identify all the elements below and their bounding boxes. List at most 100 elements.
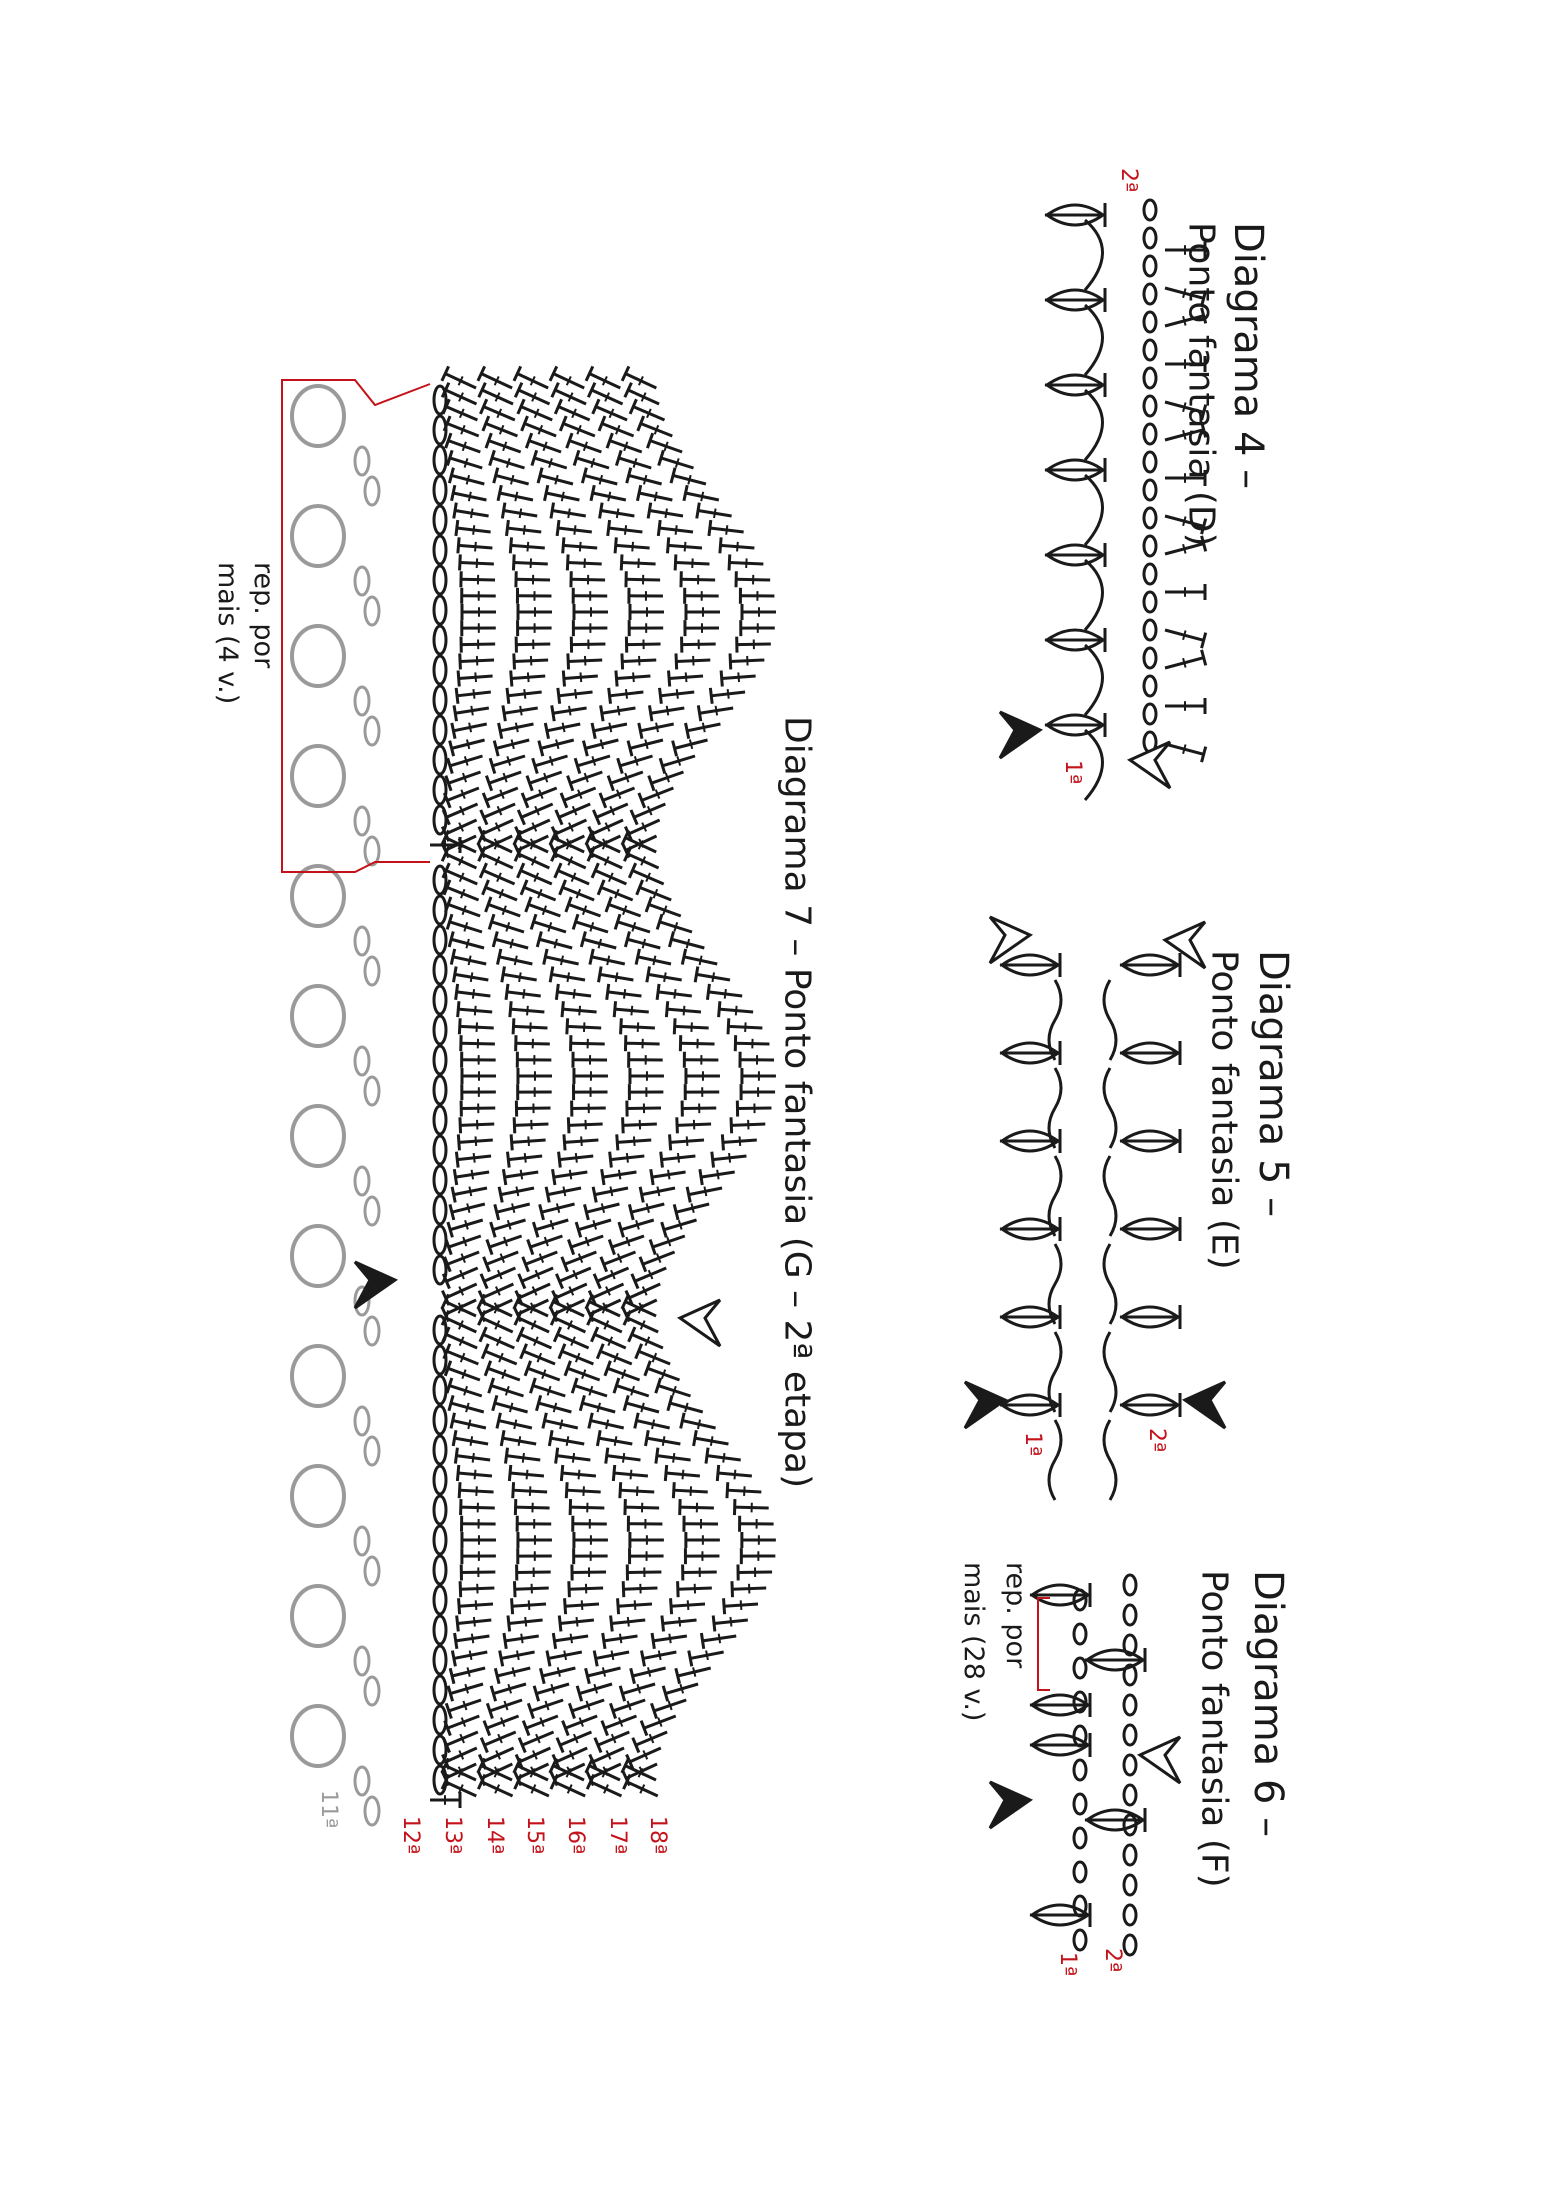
double-crochet-top — [441, 862, 451, 879]
double-crochet-top — [458, 1581, 463, 1598]
double-crochet-top — [613, 913, 622, 930]
previous-row-loop — [290, 744, 346, 808]
double-crochet-top — [618, 1685, 627, 1702]
double-crochet-top — [550, 846, 560, 862]
double-crochet-top — [479, 1273, 489, 1290]
double-crochet-top — [574, 1221, 583, 1238]
double-crochet-bar — [1182, 630, 1187, 641]
double-crochet-top — [495, 1412, 502, 1429]
chain-stitch-symbol — [432, 534, 448, 566]
double-crochet-top — [621, 1581, 626, 1598]
double-crochet-top — [443, 1256, 452, 1273]
double-crochet-top — [511, 1018, 516, 1035]
start-arrow-icon — [353, 1260, 399, 1310]
double-crochet-bar — [610, 1269, 616, 1280]
double-crochet-bar — [621, 1369, 627, 1380]
double-crochet-bar — [663, 441, 669, 452]
double-crochet-top — [675, 1117, 679, 1134]
double-crochet-bar — [644, 739, 649, 750]
double-crochet-bar — [494, 856, 501, 866]
double-crochet-top — [673, 554, 678, 571]
double-crochet-bar — [578, 541, 582, 552]
double-crochet-top — [578, 1394, 586, 1412]
double-crochet-top — [719, 670, 724, 687]
double-crochet-bar — [656, 1186, 661, 1197]
double-crochet-top — [525, 775, 534, 792]
double-crochet-bar — [498, 888, 505, 899]
double-crochet-bar — [577, 789, 583, 800]
double-crochet-bar — [679, 1683, 685, 1694]
double-crochet-bar — [529, 1768, 536, 1778]
double-crochet-bar — [566, 972, 571, 983]
chain-stitch-symbol — [1072, 1758, 1088, 1782]
double-crochet-top — [455, 1615, 460, 1632]
double-crochet-bar — [567, 1320, 573, 1330]
double-crochet-top — [622, 1394, 630, 1412]
double-crochet-bar — [668, 1633, 672, 1644]
double-crochet-top — [458, 653, 462, 670]
double-crochet-bar — [470, 1633, 475, 1644]
double-crochet-bar — [518, 508, 523, 519]
double-crochet-bar — [683, 541, 687, 552]
double-crochet-top — [519, 879, 529, 896]
double-crochet-bar — [505, 922, 511, 932]
double-crochet-top — [598, 792, 608, 809]
chain-stitch-symbol — [1072, 1860, 1088, 1884]
double-crochet-bar — [500, 1717, 506, 1727]
double-crochet-top — [1200, 649, 1208, 666]
double-crochet-bar — [469, 1436, 474, 1446]
double-crochet-bar — [703, 1186, 708, 1197]
double-crochet-top — [667, 931, 676, 948]
double-crochet-top — [665, 537, 671, 554]
double-crochet-top — [451, 1430, 458, 1447]
double-crochet-top — [593, 1737, 603, 1754]
chain-stitch-symbol — [363, 1435, 381, 1467]
double-crochet-top — [526, 1702, 535, 1719]
double-crochet-top — [589, 484, 596, 502]
double-crochet-top — [449, 948, 457, 965]
double-crochet-bar — [548, 756, 554, 766]
double-crochet-bar — [458, 392, 464, 402]
double-crochet-top — [645, 432, 655, 449]
double-crochet-top — [448, 1204, 456, 1221]
chain-stitch-symbol — [432, 504, 448, 536]
double-crochet-top — [674, 653, 679, 670]
double-crochet-top — [444, 1702, 453, 1719]
double-crochet-bar — [645, 1203, 650, 1213]
double-crochet-top — [588, 1753, 598, 1770]
double-crochet-bar — [636, 1683, 642, 1694]
chain-stitch-symbol — [432, 1524, 448, 1556]
double-crochet-bar — [526, 672, 530, 683]
double-crochet-top — [586, 1309, 596, 1326]
double-crochet-bar — [568, 1169, 573, 1180]
double-crochet-top — [488, 449, 496, 467]
double-crochet-top — [671, 740, 679, 757]
double-crochet-bar — [582, 1486, 585, 1496]
double-crochet-top — [607, 687, 612, 704]
double-crochet-top — [583, 1204, 590, 1221]
double-crochet-bar — [531, 1286, 538, 1296]
diagram7-row-label-16: 16ª — [563, 1816, 588, 1855]
double-crochet-bar — [685, 1136, 689, 1147]
double-crochet-bar — [470, 508, 474, 519]
double-crochet-top — [1200, 632, 1208, 649]
double-crochet-top — [616, 757, 624, 774]
double-crochet-bar — [519, 1169, 524, 1180]
diagram6-chart — [988, 1573, 1182, 1957]
double-crochet-top — [506, 1615, 512, 1632]
double-crochet-bar — [737, 672, 741, 683]
double-crochet-bar — [464, 1219, 469, 1230]
previous-row-loop — [290, 624, 346, 688]
chain-stitch-symbol — [1122, 1753, 1138, 1777]
double-crochet-bar — [472, 1616, 476, 1627]
double-crochet-top — [524, 432, 534, 449]
double-crochet-bar — [529, 840, 536, 850]
double-crochet-top — [441, 809, 451, 826]
double-crochet-top — [669, 467, 677, 484]
double-crochet-bar — [511, 1667, 516, 1677]
double-crochet-bar — [493, 1304, 500, 1314]
double-crochet-bar — [468, 1186, 473, 1197]
double-crochet-top — [550, 705, 556, 722]
double-crochet-bar — [607, 1336, 614, 1347]
repeat-bracket — [1037, 1597, 1050, 1691]
